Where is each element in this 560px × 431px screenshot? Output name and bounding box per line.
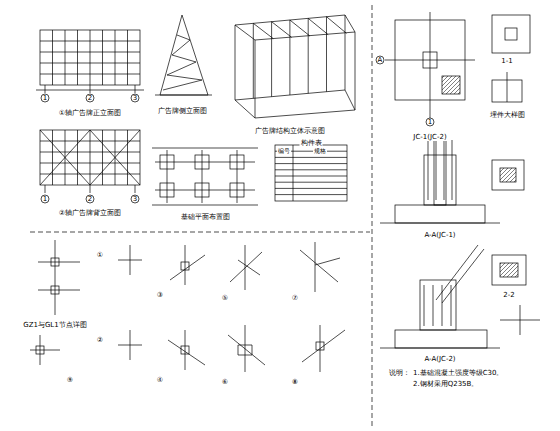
drawing-label: 2-2 (502, 292, 515, 299)
member-line (275, 157, 347, 158)
drawing-label: 说明： (388, 370, 411, 377)
member-line (90, 130, 140, 185)
member-line (275, 176, 347, 177)
member-line (52, 130, 53, 185)
member-line (40, 130, 90, 185)
callout-number: ⑨ (66, 377, 74, 384)
drawing-label: 埋件大样图 (489, 112, 526, 119)
callout-number: 1 (427, 119, 433, 126)
member-line (127, 30, 128, 85)
callout-number: ② (96, 337, 104, 344)
member-line (272, 22, 292, 38)
member-line (275, 182, 347, 183)
member-line (40, 130, 90, 185)
member-line (77, 30, 78, 85)
member-line (275, 194, 347, 195)
member-line (40, 63, 140, 64)
member-line (40, 174, 140, 175)
member-line (40, 163, 140, 164)
member-line (155, 190, 255, 191)
drawing-label: 广告牌侧立面图 (157, 108, 208, 115)
member-line (127, 130, 128, 185)
member-line (40, 74, 140, 75)
drawing-label: ①轴广告牌正立面图 (58, 110, 122, 117)
member-line (290, 20, 310, 36)
member-line (271, 22, 272, 97)
drawing-label: 广告牌结构立体示意图 (254, 128, 326, 135)
member-line (436, 140, 437, 200)
member-line (452, 140, 453, 200)
member-line (40, 152, 140, 153)
drawing-label: 规格 (313, 148, 327, 154)
member-line (433, 285, 434, 326)
drawing-label: A-A(JC-1) (423, 232, 456, 239)
member-line (308, 18, 309, 93)
drawing-label: GZ1与GL1节点详图 (22, 322, 87, 329)
callout-number: ④ (156, 377, 164, 384)
member-line (40, 141, 140, 142)
member-line (237, 150, 238, 203)
callout-number: ③ (156, 292, 164, 299)
member-line (424, 285, 425, 326)
member-line (90, 130, 91, 185)
drawing-label: 构件表 (300, 140, 323, 147)
member-line (115, 30, 116, 85)
member-line (275, 169, 347, 170)
drawing-label: ②轴广告牌背立面图 (58, 210, 122, 217)
callout-number: 1 (42, 95, 48, 102)
member-line (451, 285, 452, 326)
member-line (289, 20, 290, 95)
member-line (326, 17, 327, 92)
callout-number: 3 (132, 95, 138, 102)
callout-number: ⑧ (291, 379, 299, 386)
member-line (275, 188, 347, 189)
member-line (444, 140, 445, 200)
callout-number: ⑦ (291, 295, 299, 302)
member-line (102, 130, 103, 185)
callout-number: ① (96, 252, 104, 259)
member-line (327, 17, 347, 34)
member-line (253, 23, 254, 98)
drawing-label: 编号 (277, 148, 291, 154)
member-line (428, 140, 429, 200)
callout-number: A (377, 57, 384, 64)
drawing-label: A-A(JC-2) (423, 356, 456, 363)
callout-number: ⑤ (221, 295, 229, 302)
member-line (253, 23, 273, 38)
member-line (442, 285, 443, 326)
member-line (52, 30, 53, 85)
callout-number: 2 (87, 95, 93, 102)
member-line (65, 30, 66, 85)
member-line (308, 18, 328, 34)
member-line (202, 150, 203, 203)
member-line (102, 30, 103, 85)
member-line (77, 130, 78, 185)
drawing-label: 基础平面布置图 (180, 214, 231, 221)
member-line (90, 130, 140, 185)
drawing-label: 1-1 (500, 58, 513, 65)
member-line (90, 30, 91, 85)
callout-number: ⑥ (221, 379, 229, 386)
member-line (40, 52, 140, 53)
member-line (155, 162, 255, 163)
drawing-label: 1.基础混凝土强度等级C30。 (412, 370, 504, 377)
drawing-label: JC-1(JC-2) (412, 134, 447, 141)
callout-number: 3 (132, 196, 138, 203)
callout-number: 2 (87, 196, 93, 203)
callout-number: 1 (42, 196, 48, 203)
drawing-label: 2.钢材采用Q235B。 (412, 381, 479, 388)
member-line (40, 41, 140, 42)
member-line (275, 163, 347, 164)
member-line (167, 150, 168, 203)
